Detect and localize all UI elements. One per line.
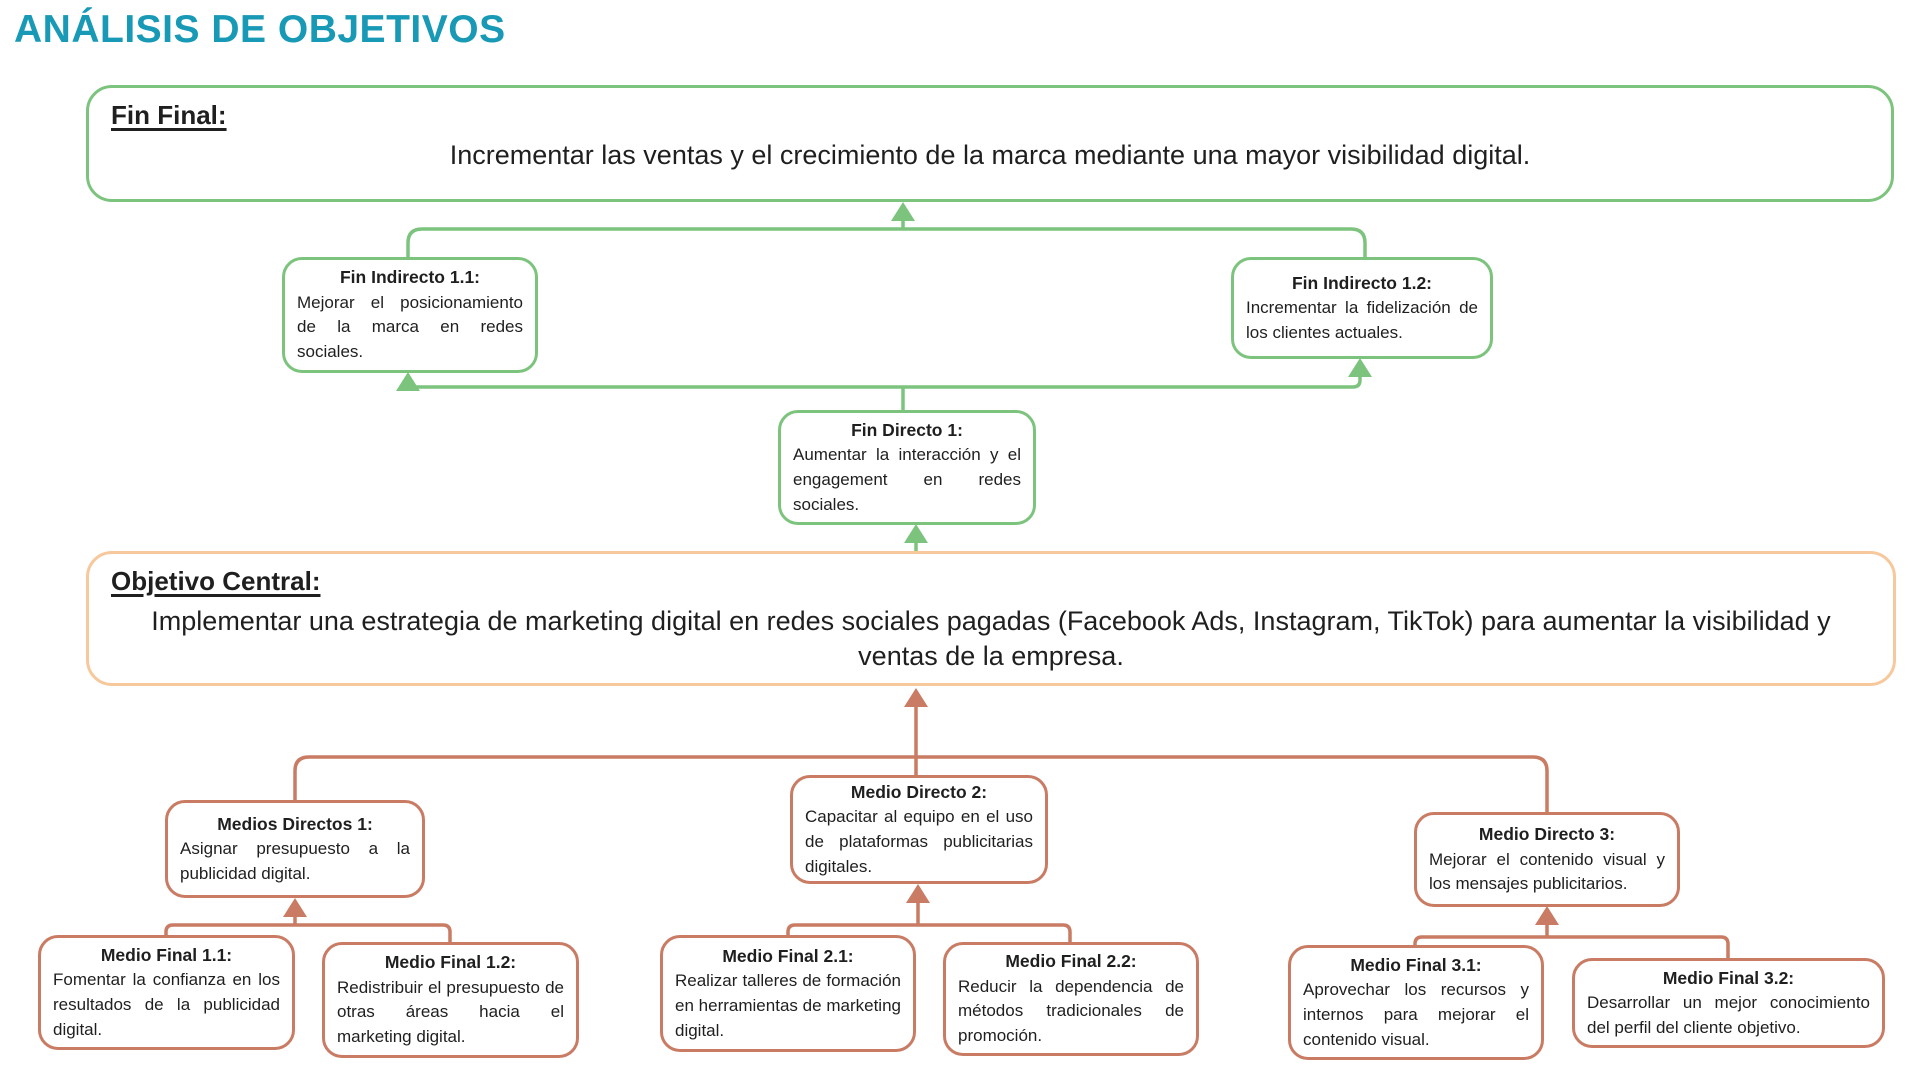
fin-indirecto-1-1-heading: Fin Indirecto 1.1: bbox=[339, 267, 481, 288]
node-fin-final: Fin Final: Incrementar las ventas y el c… bbox=[86, 85, 1894, 202]
fin-indirecto-1-2-heading: Fin Indirecto 1.2: bbox=[1291, 272, 1433, 293]
medios-directos-1-body: Asignar presupuesto a la publicidad digi… bbox=[180, 839, 410, 883]
node-medio-final-1-2: Medio Final 1.2: Redistribuir el presupu… bbox=[322, 942, 579, 1058]
arrow-up-to-fin-indirecto-1-1 bbox=[396, 372, 420, 391]
arrow-up-to-medio-directo-2 bbox=[906, 884, 930, 903]
medio-directo-3-heading: Medio Directo 3: bbox=[1478, 824, 1616, 845]
medio-final-2-2-heading: Medio Final 2.2: bbox=[1005, 951, 1137, 972]
medio-final-3-2-heading: Medio Final 3.2: bbox=[1662, 967, 1795, 988]
objetivo-central-heading: Objetivo Central: bbox=[111, 566, 321, 596]
node-medios-directos-1: Medios Directos 1: Asignar presupuesto a… bbox=[165, 800, 425, 898]
node-medio-directo-2: Medio Directo 2: Capacitar al equipo en … bbox=[790, 775, 1048, 884]
medio-final-2-1-body: Realizar talleres de formación en herram… bbox=[675, 971, 901, 1040]
medio-final-1-2-heading: Medio Final 1.2: bbox=[384, 952, 517, 973]
node-medio-directo-3: Medio Directo 3: Mejorar el contenido vi… bbox=[1414, 812, 1680, 907]
arrow-up-to-fin-final bbox=[891, 202, 915, 221]
node-medio-final-3-1: Medio Final 3.1: Aprovechar los recursos… bbox=[1288, 945, 1544, 1060]
page-title: ANÁLISIS DE OBJETIVOS bbox=[14, 8, 506, 51]
medios-directos-1-heading: Medios Directos 1: bbox=[217, 813, 373, 834]
objetivo-central-body: Implementar una estrategia de marketing … bbox=[151, 606, 1831, 671]
node-fin-indirecto-1-2: Fin Indirecto 1.2: Incrementar la fideli… bbox=[1231, 257, 1493, 359]
medio-final-2-2-body: Reducir la dependencia de métodos tradic… bbox=[958, 976, 1184, 1046]
fin-directo-1-body: Aumentar la interacción y el engagement … bbox=[793, 445, 1021, 514]
node-fin-indirecto-1-1: Fin Indirecto 1.1: Mejorar el posicionam… bbox=[282, 257, 538, 373]
medio-final-2-1-heading: Medio Final 2.1: bbox=[722, 945, 854, 966]
medio-directo-3-body: Mejorar el contenido visual y los mensaj… bbox=[1429, 849, 1665, 894]
medio-final-3-1-heading: Medio Final 3.1: bbox=[1350, 954, 1482, 975]
medio-final-1-1-heading: Medio Final 1.1: bbox=[100, 944, 233, 965]
node-medio-final-3-2: Medio Final 3.2: Desarrollar un mejor co… bbox=[1572, 958, 1885, 1048]
arrow-up-to-medio-directo-3 bbox=[1535, 906, 1559, 925]
arrow-up-to-fin-directo-1 bbox=[904, 524, 928, 543]
distributor-fin-indirectos-bottom bbox=[406, 373, 1362, 389]
node-objetivo-central: Objetivo Central: Implementar una estrat… bbox=[86, 551, 1896, 686]
arrow-up-to-medios-directos-1 bbox=[283, 898, 307, 917]
medio-directo-2-heading: Medio Directo 2: bbox=[850, 781, 988, 802]
arrow-up-to-objetivo-central bbox=[904, 688, 928, 707]
node-medio-final-2-1: Medio Final 2.1: Realizar talleres de fo… bbox=[660, 935, 916, 1052]
medio-final-1-2-body: Redistribuir el presupuesto de otras áre… bbox=[337, 977, 564, 1046]
fin-final-heading: Fin Final: bbox=[111, 100, 227, 130]
medio-final-3-1-body: Aprovechar los recursos y internos para … bbox=[1303, 980, 1529, 1049]
node-medio-final-2-2: Medio Final 2.2: Reducir la dependencia … bbox=[943, 942, 1199, 1056]
medio-final-3-2-body: Desarrollar un mejor conocimiento del pe… bbox=[1587, 993, 1870, 1037]
node-fin-directo-1: Fin Directo 1: Aumentar la interacción y… bbox=[778, 410, 1036, 525]
node-medio-final-1-1: Medio Final 1.1: Fomentar la confianza e… bbox=[38, 935, 295, 1050]
fin-indirecto-1-1-body: Mejorar el posicionamiento de la marca e… bbox=[297, 292, 523, 361]
medio-directo-2-body: Capacitar al equipo en el uso de platafo… bbox=[805, 807, 1033, 876]
medio-final-1-1-body: Fomentar la confianza en los resultados … bbox=[53, 970, 280, 1039]
fin-final-body: Incrementar las ventas y el crecimiento … bbox=[449, 140, 1531, 170]
fin-indirecto-1-2-body: Incrementar la fidelización de los clien… bbox=[1246, 298, 1478, 342]
fin-directo-1-heading: Fin Directo 1: bbox=[851, 419, 963, 440]
arrow-up-to-fin-indirecto-1-2 bbox=[1348, 358, 1372, 377]
distributor-fin-indirectos-top bbox=[406, 227, 1367, 257]
